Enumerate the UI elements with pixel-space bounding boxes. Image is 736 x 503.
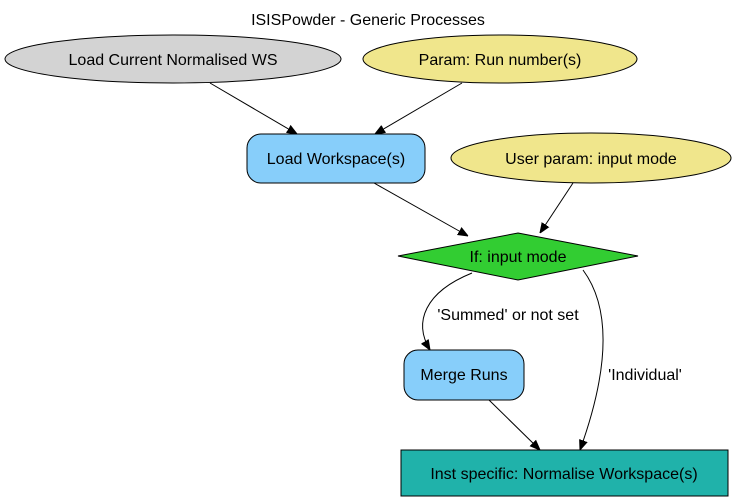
edge-label-individual: 'Individual' [608,367,682,384]
node-shape-ellipse [4,34,342,84]
node-label: Load Current Normalised WS [69,52,278,69]
edge-label-summed-or-not-set: 'Summed' or not set [437,307,579,324]
edge-if-to-merge-runs [423,272,473,350]
edge-param-run-numbers-to-load-workspaces [375,82,463,134]
node-label: Inst specific: Normalise Workspace(s) [430,466,697,483]
node-shape-box [400,449,729,497]
node-label: Param: Run number(s) [419,52,582,69]
node-load-workspaces: Load Workspace(s) [246,133,426,184]
node-user-param-input-mode: User param: input mode [450,132,732,184]
edge-user-param-to-if [540,182,574,233]
node-label: User param: input mode [505,151,677,168]
diagram-title: ISISPowder - Generic Processes [251,12,485,29]
edge-if-to-inst-specific [580,269,604,450]
node-param-run-numbers: Param: Run number(s) [362,34,638,84]
node-label: Load Workspace(s) [267,151,405,168]
node-label: If: input mode [470,249,567,266]
node-shape-rounded-box [403,349,525,401]
edge-merge-runs-to-inst-specific [488,399,540,450]
node-shape-ellipse [362,34,638,84]
edge-load-workspaces-to-if [373,182,468,236]
node-shape-ellipse [450,132,732,184]
node-if-input-mode: If: input mode [397,232,639,281]
node-merge-runs: Merge Runs [403,349,525,401]
edge-load-current-to-load-workspaces [209,82,297,134]
node-shape-diamond [397,232,639,281]
node-inst-specific-normalise-workspaces: Inst specific: Normalise Workspace(s) [400,449,729,497]
node-label: Merge Runs [420,367,507,384]
node-shape-rounded-box [246,133,426,184]
node-load-current-normalised-ws: Load Current Normalised WS [4,34,342,84]
